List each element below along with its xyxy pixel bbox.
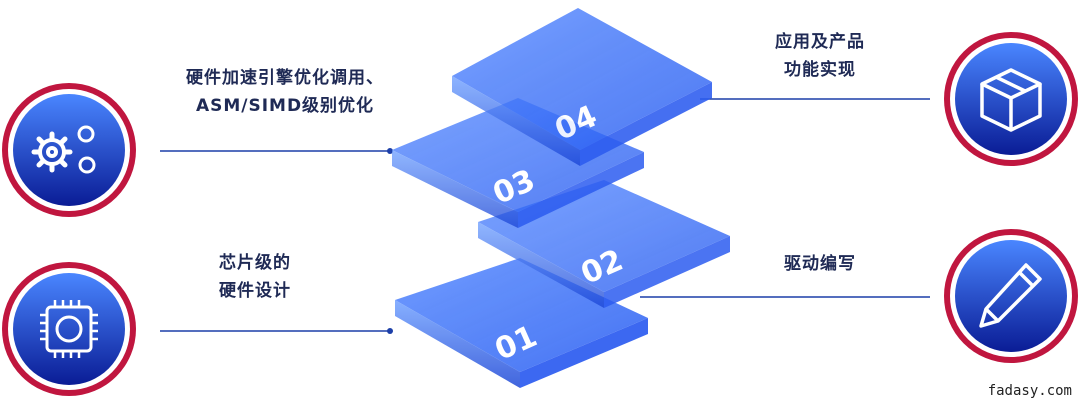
pencil-icon-badge: [944, 229, 1078, 363]
feature-label-line: ASM/SIMD级别优化: [195, 96, 375, 116]
connector-lines: [160, 98, 930, 334]
watermark: fadasy.com: [987, 383, 1072, 399]
feature-label-line: 应用及产品: [775, 32, 865, 52]
pencil-icon: [979, 263, 1042, 328]
layer-04: 04: [452, 8, 712, 166]
box-icon-badge: [944, 32, 1078, 166]
layer-01: 01: [395, 258, 648, 388]
feature-label-line: 硬件设计: [219, 281, 291, 301]
gears-icon-badge: [2, 83, 136, 217]
box-icon: [980, 68, 1042, 132]
feature-label-bottom-right: 驱动编写: [760, 250, 880, 278]
chip-icon: [40, 300, 98, 358]
feature-label-top-right: 应用及产品 功能实现: [745, 28, 895, 84]
feature-label-line: 芯片级的: [219, 253, 291, 273]
feature-label-line: 驱动编写: [784, 254, 856, 274]
feature-label-top-left: 硬件加速引擎优化调用、 ASM/SIMD级别优化: [150, 64, 420, 120]
feature-label-bottom-left: 芯片级的 硬件设计: [195, 249, 315, 305]
feature-label-line: 硬件加速引擎优化调用、: [186, 68, 384, 88]
gears-icon: [31, 125, 96, 174]
chip-icon-badge: [2, 262, 136, 396]
feature-label-line: 功能实现: [784, 60, 856, 80]
